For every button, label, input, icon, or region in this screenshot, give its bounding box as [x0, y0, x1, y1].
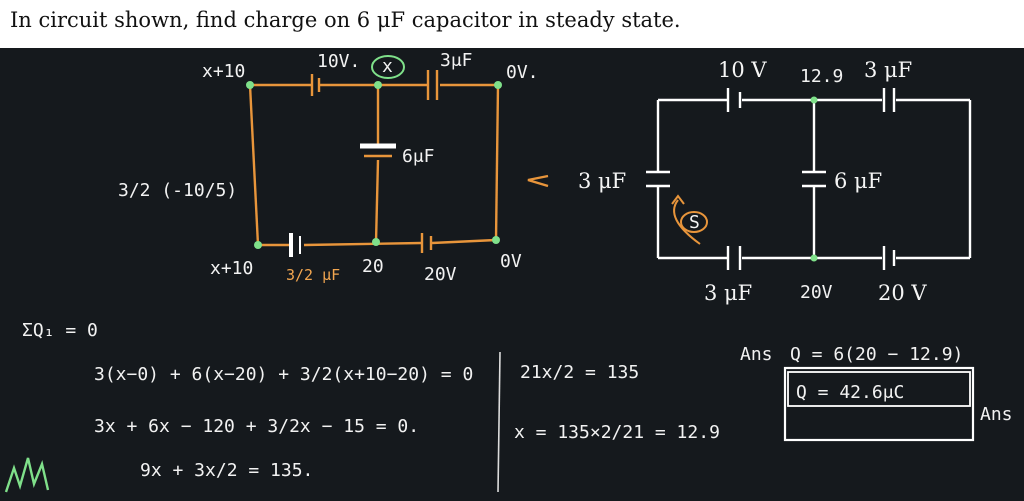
right-cap-left-label: 3 μF: [578, 169, 626, 193]
node-x-label: x: [382, 56, 393, 77]
answer-line-1: Q = 6(20 − 12.9): [790, 344, 963, 365]
left-nodes: [246, 81, 502, 249]
right-voltage-10-label: 10 V: [718, 58, 767, 82]
blackboard: [0, 48, 1024, 501]
right-cap-top-label: 3 μF: [864, 58, 912, 82]
right-cap-middle-label: 6 μF: [834, 169, 882, 193]
answer-inner-box: [787, 371, 971, 407]
node-top-left-label: x+10: [202, 61, 245, 82]
right-voltage-20-label: 20 V: [878, 281, 927, 305]
node-top-right-label: 0V.: [506, 62, 539, 83]
question-banner: In circuit shown, find charge on 6 μF ca…: [0, 0, 1024, 48]
cap-bottom-label: 3/2 μF: [286, 266, 340, 284]
right-node-value: 12.9: [800, 66, 843, 87]
side-note: 3/2 (-10/5): [118, 180, 237, 201]
left-circuit: [248, 70, 500, 253]
switch-arrowhead-icon: [671, 194, 685, 205]
arrow-icon: [527, 174, 549, 188]
cap-top-label: 3μF: [440, 50, 473, 71]
right-node-bottom: [810, 254, 818, 262]
right-circuit: [646, 88, 972, 270]
voltage-20-label: 20V: [424, 264, 457, 285]
right-node-top: [810, 96, 818, 104]
switch-arrow-icon: [673, 199, 701, 245]
voltage-10-label: 10V.: [317, 51, 360, 72]
green-scribble-icon: [4, 457, 50, 493]
equation-3: 9x + 3x/2 = 135.: [140, 460, 313, 481]
answer-tag: Ans: [980, 404, 1013, 425]
cap-middle-label: 6μF: [402, 146, 435, 167]
right-node-bottom-label: 20V: [800, 282, 833, 303]
switch-label: S: [689, 212, 700, 233]
answer-line-2: Q = 42.6μC: [796, 382, 904, 403]
work-divider: [497, 351, 501, 493]
node-bottom-left-label: x+10: [210, 258, 253, 279]
equation-5: x = 135×2/21 = 12.9: [514, 422, 720, 443]
answer-label: Ans: [740, 344, 773, 365]
switch-circle: [680, 211, 708, 233]
equation-2: 3x + 6x − 120 + 3/2x − 15 = 0.: [94, 416, 419, 437]
right-cap-bottom-label: 3 μF: [704, 281, 752, 305]
node-20-label: 20: [362, 256, 384, 277]
node-x-circle: [371, 55, 405, 79]
sum-line: ΣQ₁ = 0: [22, 320, 98, 341]
equation-4: 21x/2 = 135: [520, 362, 639, 383]
equation-1: 3(x−0) + 6(x−20) + 3/2(x+10−20) = 0: [94, 364, 473, 385]
node-bottom-right-label: 0V: [500, 251, 522, 272]
answer-box: [783, 366, 975, 442]
question-text: In circuit shown, find charge on 6 μF ca…: [10, 8, 681, 32]
